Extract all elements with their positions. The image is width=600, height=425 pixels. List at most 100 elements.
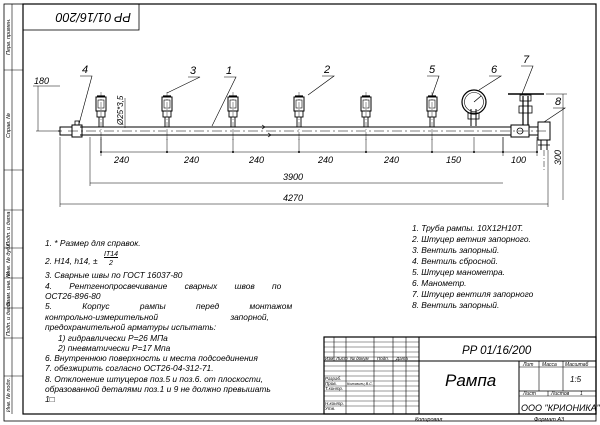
sheets-value: 1 [580,391,583,397]
dim-3900: 3900 [283,172,303,182]
part-item: 8. Вентиль запорный. [412,300,500,310]
note-line: 2) пневматически Р=17 Мпа [58,343,171,353]
inner-frame [22,3,597,415]
side-label: Справ. № [6,113,12,138]
ramp-drawing [36,120,548,138]
format-label: Формат А3 [534,417,565,423]
top-stamp: PP 01/16/200 [22,3,140,31]
note-line: 4. Рентгенопросвечивание сварных швов по [45,281,282,291]
valve-icon [426,92,438,140]
callout-2: 2 [323,64,330,76]
dim-spacing: 240 [317,155,333,165]
tb-developer: Коломиец В.С. [347,382,373,386]
side-label: Подп. и дата [6,212,12,246]
dimension-tick [100,151,102,153]
callout-leaders [78,65,566,127]
dim-tube: Ø25*3,5 [116,95,125,126]
dimension-tick [431,151,433,153]
part-item: 6. Манометр. [412,278,467,288]
part-item: 2. Штуцер ветния запорного. [412,234,531,244]
note-line: 1. * Размер для справок. [45,238,141,248]
tb-col: Изм [325,356,333,361]
scale-label: Масштаб [565,362,589,368]
top-stamp-text: PP 01/16/200 [56,10,131,24]
tb-col: Дата [395,356,408,361]
note-line: 5. Корпус рампы перед монтажом [45,301,293,311]
side-label: Инв. № подл. [6,378,12,412]
part-item: 7. Штуцер вентиля запорного [412,289,534,299]
dim-spacing: 150 [446,155,461,165]
dim-spacing: 100 [511,155,526,165]
gauge-assembly [461,89,487,126]
valve-icon [161,92,173,140]
dimension-tick [232,151,234,153]
callout-numbers: 4 3 1 2 5 6 7 8 [82,54,562,108]
note-line: 2. H14, h14, ± [45,256,98,266]
note-line: 3. Сварные швы по ГОСТ 16037-80 [45,270,183,280]
note-line: 1□ [45,394,55,404]
tb-col: Подп. [377,356,389,361]
dim-spacing: 240 [248,155,264,165]
tb-role: Н.контр. [325,401,344,406]
dim-180: 180 [34,76,49,86]
dimension-ticks [100,137,538,153]
side-label: Перв. примен. [6,18,12,55]
note-fraction-den: 2 [109,260,113,267]
tb-role: Разраб. [325,376,341,381]
note-line: 7. обезжирить согласно ОСТ26-04-312-71. [45,363,214,373]
side-label: Подп. и дата [6,302,12,336]
drawing-name: Рампа [445,371,496,390]
dim-spacing: 240 [113,155,129,165]
dim-spacing: 240 [383,155,399,165]
note-line: образованной деталями поз.1 и 9 не должн… [45,384,271,394]
side-label: Взам. инв. № [6,272,12,306]
note-line: предохранительной арматуры испытать: [45,322,217,332]
dimension-tick [473,151,475,153]
tb-col: Лист [335,356,348,361]
part-item: 1. Труба рампы. 10Х12Н10Т. [412,223,524,233]
part-item: 3. Вентиль запорный. [412,245,500,255]
note-line: ОСТ26-896-80 [45,291,101,301]
note-fraction-num: IT14 [104,251,119,258]
dim-spacing: 240 [183,155,199,165]
note-line: 8. Отклонение штуцеров поз.5 и поз.6. от… [45,374,264,384]
valve-icon [293,92,305,140]
mass-label: Масса [542,362,557,368]
side-strip: Перв. примен. Справ. № Подп. и дата Инв.… [4,4,23,414]
valve-icon [360,92,372,140]
designation: PP 01/16/200 [462,345,532,357]
note-line: контрольно-измерительной запорной, [45,312,269,322]
part-item: 4. Вентиль сбросной. [412,256,498,266]
org-name: ООО "КРИОНИКА" [521,403,600,413]
dimension-tick [365,151,367,153]
tb-role: Утв. [325,406,335,411]
tb-col: № докум [350,356,369,361]
callout-5: 5 [429,64,436,76]
callout-3: 3 [190,65,197,77]
dimension-tick [166,151,168,153]
dimension-lines [33,85,567,207]
sheets-label: Листов [550,391,570,397]
dimension-tick [502,151,504,153]
dim-4270: 4270 [283,193,303,203]
dimension-tick [298,151,300,153]
callout-6: 6 [491,64,498,76]
tb-role: Т.контр. [325,386,343,391]
scale-value: 1:5 [570,375,582,384]
dim-300: 300 [553,150,563,165]
callout-7: 7 [523,54,530,66]
callout-4: 4 [82,64,88,76]
valve-icon [227,92,239,140]
right-valve-assembly [508,93,551,170]
part-item: 5. Штуцер манометра. [412,267,505,277]
dimension-texts: 180 Ø25*3,5 240 240 240 240 240 240 150 … [34,76,563,203]
note-line: 6. Внутреннюю поверхность и места подсое… [45,353,258,363]
dimension-tick [536,151,538,153]
callout-8: 8 [555,96,562,108]
callout-1: 1 [226,65,232,77]
copied-label: Копировал [415,417,442,423]
sheet-label: Лист [522,391,536,397]
title-block-texts: PP 01/16/200 Рампа ООО "КРИОНИКА" Лит Ма… [325,345,600,423]
